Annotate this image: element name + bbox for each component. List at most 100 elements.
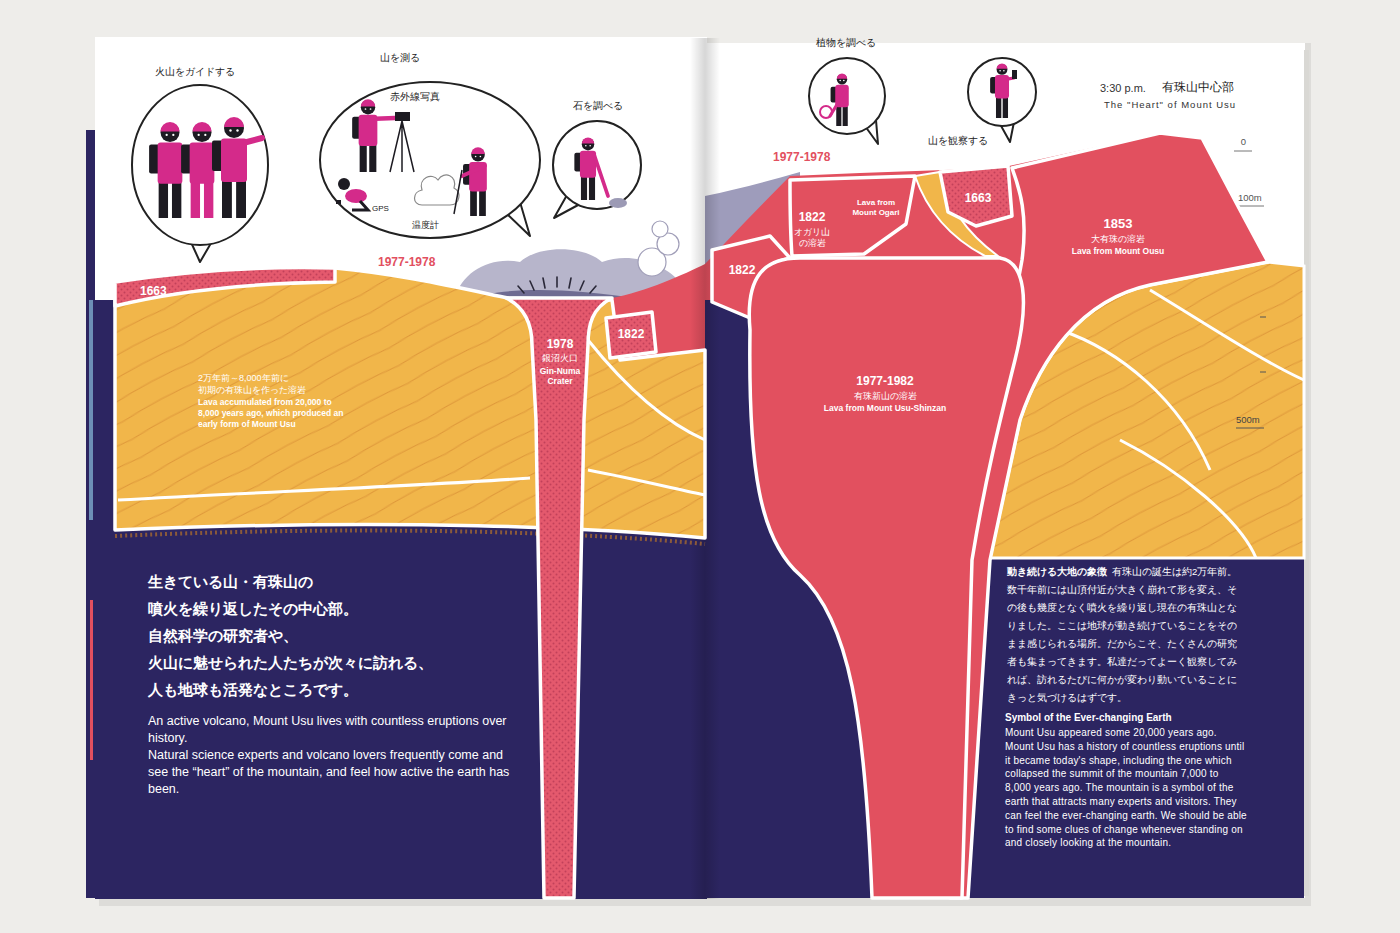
- text-slot: 生きている山・有珠山の 噴火を繰り返したその中心部。 自然科学の研究者や、 火山…: [148, 568, 448, 703]
- head: [224, 118, 244, 138]
- leg: [836, 106, 841, 126]
- eye: [370, 108, 372, 110]
- text-slot: 1822: [609, 327, 653, 341]
- region-label: 赤外線写真: [390, 91, 460, 102]
- text-slot: 山を測る: [360, 52, 440, 64]
- text-slot: 植物を調べる: [801, 37, 891, 49]
- bubble-outline: [553, 121, 641, 209]
- rock: [609, 198, 627, 208]
- speech-bubble: 山を測る赤外線写真GPS温度計: [318, 80, 544, 240]
- text-slot: 銀沼火口: [535, 353, 585, 364]
- region-label: Lava accumulated from 20,000 to 8,000 ye…: [198, 397, 353, 430]
- leg: [589, 177, 595, 200]
- camera: [395, 112, 410, 121]
- lead-text: An active volcano, Mount Usu lives with …: [148, 713, 526, 747]
- region-label: 山を測る: [360, 52, 440, 64]
- body: [158, 142, 183, 183]
- text-slot: 100m: [1238, 192, 1262, 203]
- text-slot: オガリ山 の溶岩: [790, 227, 834, 249]
- node-shape: [130, 83, 272, 265]
- head: [338, 178, 350, 190]
- bubble-outline: [968, 58, 1036, 126]
- scale-tick: [1260, 372, 1266, 373]
- right-page: [705, 43, 1305, 898]
- region-label: Lava from Mount Ogari: [847, 198, 905, 218]
- node-shape: [551, 119, 643, 219]
- page-edge: [90, 600, 93, 760]
- crater-mark: [590, 286, 596, 293]
- region-label: 有珠新山の溶岩: [795, 391, 975, 402]
- page-edge: [86, 130, 95, 898]
- lava-region: [790, 176, 915, 256]
- scale-label: 0: [1226, 136, 1246, 147]
- region-label: 山を観察する: [913, 135, 1003, 147]
- lava-region: [940, 166, 1012, 226]
- body: [190, 142, 215, 183]
- cap: [837, 73, 847, 78]
- body: [221, 139, 247, 183]
- person-figure: [212, 117, 262, 218]
- text-slot: 大有珠の溶岩: [1058, 234, 1178, 245]
- left-page: [95, 37, 707, 899]
- text-slot: 1977-1978: [378, 255, 435, 269]
- text-slot: Symbol of the Ever-changing Earth: [1005, 712, 1172, 724]
- text-slot: 1663: [956, 191, 1000, 205]
- lava-band: 1663: [115, 264, 337, 308]
- body: [345, 189, 367, 203]
- node-shape: [745, 254, 1035, 900]
- region-label: Lava from Mount Ousu: [1053, 246, 1183, 256]
- region-label: 植物を調べる: [801, 37, 891, 49]
- speech-bubble: 火山をガイドする: [130, 83, 272, 265]
- leg: [352, 201, 368, 210]
- node-shape: [807, 56, 887, 148]
- paragraph: 有珠山の誕生は約2万年前。数千年前には山頂付近が大きく崩れて形を変え、その後も幾…: [1007, 563, 1241, 707]
- eye: [585, 145, 587, 147]
- region-label: 1853: [1058, 216, 1178, 232]
- crater-mark: [543, 278, 545, 288]
- region-label: 1977-1982: [795, 374, 975, 388]
- cap: [193, 122, 212, 131]
- text-slot: Lava from Mount Ogari: [847, 198, 905, 218]
- node-shape: [318, 80, 544, 240]
- time-label: 3:30 p.m.: [1100, 82, 1146, 95]
- crater-conduit: 1978銀沼火口Gin-Numa Crater: [504, 296, 614, 898]
- lava-layer: 2万年前～8,000年前に 初期の有珠山を作った溶岩Lava accumulat…: [115, 262, 705, 546]
- arm: [462, 166, 485, 176]
- layer-boundary: [1150, 290, 1304, 380]
- crater-mark: [569, 278, 571, 288]
- text-slot: Natural science experts and volcano love…: [148, 747, 526, 798]
- lava-dome: 1977-1982有珠新山の溶岩Lava from Mount Usu-Shin…: [745, 254, 1035, 900]
- text-slot: Lava from Mount Ousu: [1053, 246, 1183, 256]
- eye: [1003, 70, 1005, 72]
- title: 有珠山中心部: [1162, 81, 1234, 95]
- scale-label: 100m: [1238, 192, 1262, 203]
- lava-region: [115, 268, 335, 306]
- region-label: 1822: [790, 210, 834, 224]
- scoria-line: [115, 531, 705, 544]
- head: [837, 74, 847, 84]
- text-slot: 1663: [140, 284, 167, 298]
- layer-boundary: [1120, 440, 1256, 558]
- text-slot: 1977-1982: [795, 374, 975, 388]
- eye: [839, 80, 841, 82]
- region-label: 大有珠の溶岩: [1058, 234, 1178, 245]
- region-label: 1822: [609, 327, 653, 341]
- head: [997, 64, 1008, 75]
- text-slot: The "Heart" of Mount Usu: [1104, 99, 1236, 110]
- scale-tick: [1236, 206, 1264, 207]
- crater-mark: [556, 277, 558, 287]
- lava-region: [606, 312, 656, 358]
- person-figure: [830, 73, 849, 126]
- text-slot: 1822: [790, 210, 834, 224]
- cap: [997, 63, 1008, 68]
- thermometer: [454, 170, 462, 214]
- text-slot: Mount Usu appeared some 20,000 years ago…: [1005, 726, 1247, 850]
- leg: [1003, 98, 1008, 118]
- region-label: 石を調べる: [553, 100, 643, 112]
- lava-region: [749, 258, 1023, 898]
- lava-region: [115, 268, 705, 538]
- head: [161, 123, 180, 142]
- text-slot: 1977-1978: [773, 150, 830, 164]
